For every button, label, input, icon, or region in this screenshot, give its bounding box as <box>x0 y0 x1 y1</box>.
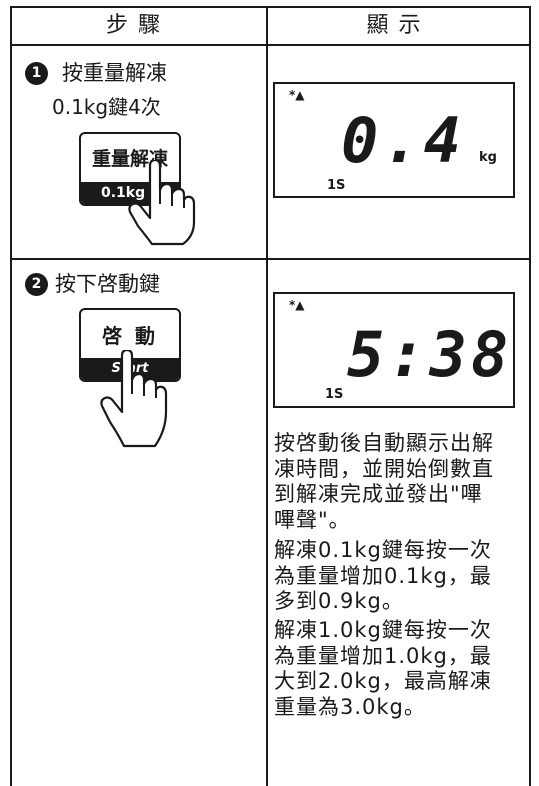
lcd-weight-readout: 0.4 <box>341 104 465 177</box>
lcd-time-readout: 5:38 <box>347 318 513 391</box>
column-divider <box>266 6 268 786</box>
note-paragraph-1: 按啓動後自動顯示出解 凍時間，並開始倒數直 到解凍完成並發出"嗶 嗶聲"。 <box>274 431 536 533</box>
button-top-label: 啓 動 <box>102 324 158 348</box>
lcd-display-weight: *▲ 0.4 kg 1S <box>273 82 515 198</box>
row-divider <box>10 258 531 260</box>
lcd-sub-label: 1S <box>325 387 344 402</box>
lcd-unit-label: kg <box>479 150 497 165</box>
table-right-border <box>529 6 531 786</box>
instruction-table: 步驟 顯示 <box>10 6 531 786</box>
lcd-indicator-icon: *▲ <box>289 88 305 102</box>
step-2-number: 2 <box>25 273 48 296</box>
note-line: 嗶聲"。 <box>274 507 351 532</box>
note-line: 解凍0.1kg鍵每按一次 <box>274 538 492 562</box>
note-line: 大到2.0kg，最高解凍 <box>274 669 492 693</box>
table-left-border <box>10 6 12 786</box>
step-1-line2: 0.1kg鍵4次 <box>52 95 161 119</box>
lcd-indicator-icon: *▲ <box>289 298 305 312</box>
step-1-line1: 按重量解凍 <box>62 61 167 85</box>
note-line: 凍時間，並開始倒數直 <box>274 456 494 481</box>
header-step: 步驟 <box>105 13 170 38</box>
note-line: 解凍1.0kg鍵每按一次 <box>274 618 492 642</box>
note-line: 到解凍完成並發出"嗶 <box>274 482 483 506</box>
lcd-display-time: *▲ 5:38 1S <box>273 292 515 408</box>
header-display: 顯示 <box>366 13 431 38</box>
note-line: 為重量增加1.0kg，最 <box>274 643 492 668</box>
step-1-number: 1 <box>25 62 48 85</box>
note-line: 多到0.9kg。 <box>274 589 404 613</box>
note-line: 按啓動後自動顯示出解 <box>274 431 494 455</box>
pressing-hand-icon <box>128 160 196 246</box>
step-2-line1: 按下啓動鍵 <box>55 272 160 296</box>
note-line: 為重量增加0.1kg，最 <box>274 563 492 588</box>
table-top-border <box>10 6 531 8</box>
note-line: 重量為3.0kg。 <box>274 694 426 719</box>
lcd-sub-label: 1S <box>327 178 346 193</box>
note-paragraph-3: 解凍1.0kg鍵每按一次 為重量增加1.0kg，最 大到2.0kg，最高解凍 重… <box>274 618 536 720</box>
pressing-hand-icon <box>100 350 168 448</box>
header-divider <box>10 44 531 46</box>
note-paragraph-2: 解凍0.1kg鍵每按一次 為重量增加0.1kg，最 多到0.9kg。 <box>274 538 536 615</box>
